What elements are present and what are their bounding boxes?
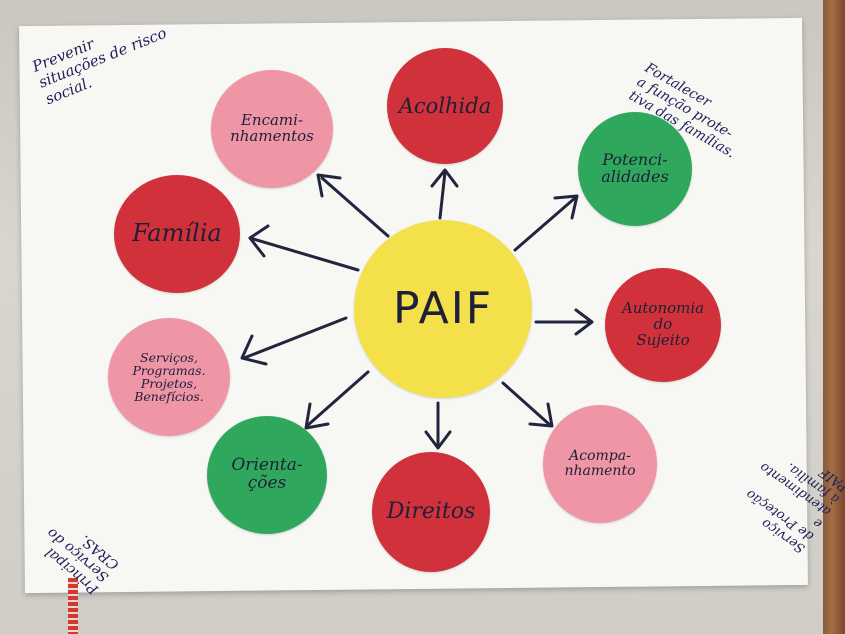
- direitos-circle: Direitos: [372, 452, 490, 572]
- orientacoes-label: Orienta- ções: [231, 455, 303, 493]
- autonomia-circle: Autonomia do Sujeito: [605, 268, 721, 382]
- encaminhamentos-label: Encami- nhamentos: [230, 111, 314, 145]
- familia-label: Família: [132, 219, 222, 248]
- encaminhamentos-circle: Encami- nhamentos: [211, 70, 333, 188]
- direitos-label: Direitos: [386, 499, 476, 525]
- wood-frame: [823, 0, 845, 634]
- servicos-circle: Serviços, Programas. Projetos, Benefício…: [108, 318, 230, 436]
- acompanhamento-label: Acompa- nhamento: [564, 448, 636, 479]
- acolhida-circle: Acolhida: [387, 48, 503, 164]
- servicos-label: Serviços, Programas. Projetos, Benefício…: [132, 349, 206, 405]
- red-tape: [68, 578, 78, 634]
- familia-circle: Família: [114, 175, 240, 293]
- potencialidades-label: Potenci- alidades: [601, 150, 669, 186]
- potencialidades-circle: Potenci- alidades: [578, 112, 692, 226]
- paif-center-circle: PAIF: [354, 220, 532, 398]
- acompanhamento-circle: Acompa- nhamento: [543, 405, 657, 523]
- autonomia-label: Autonomia do Sujeito: [621, 299, 705, 349]
- acolhida-label: Acolhida: [398, 93, 492, 118]
- orientacoes-circle: Orienta- ções: [207, 416, 327, 534]
- paif-center-label: PAIF: [392, 282, 494, 334]
